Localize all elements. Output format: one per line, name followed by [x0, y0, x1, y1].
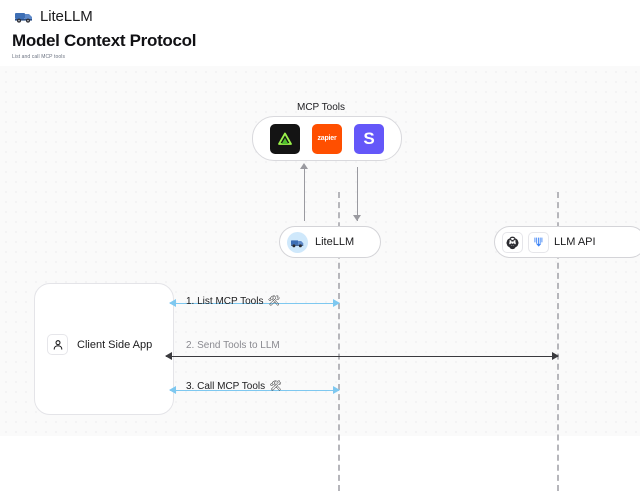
arrowhead-down-icon	[353, 215, 361, 221]
arrow-mcp-tools-to-litellm	[357, 167, 358, 221]
user-person-icon	[47, 334, 68, 355]
lifeline-litellm	[338, 192, 340, 491]
mcp-tools-group[interactable]: zapier S	[252, 116, 402, 161]
flow-label-2-text: 2. Send Tools to LLM	[186, 340, 280, 351]
brand-name: LiteLLM	[40, 7, 93, 25]
node-litellm-label: LiteLLM	[315, 236, 355, 248]
flow-line	[166, 356, 558, 357]
page-title: Model Context Protocol	[12, 31, 197, 50]
node-litellm[interactable]: LiteLLM	[279, 226, 381, 258]
arrowhead-left-icon	[169, 299, 176, 307]
brand: LiteLLM	[14, 7, 93, 25]
arrowhead-right-icon	[552, 352, 559, 360]
openai-logo-icon	[502, 231, 523, 253]
client-side-app-content: Client Side App	[47, 334, 152, 355]
flow-line	[170, 390, 339, 391]
flow-label-1: 1. List MCP Tools 🛠	[186, 296, 280, 307]
page-subtitle: List and call MCP tools	[12, 54, 66, 60]
anthropic-logo-icon	[528, 231, 549, 253]
mcp-diagram-page: LiteLLM Model Context Protocol List and …	[0, 7, 640, 491]
node-llm-api[interactable]: LLM API	[494, 226, 640, 258]
node-client-side-app[interactable]: Client Side App	[34, 283, 174, 415]
linear-triangle-icon[interactable]	[270, 123, 300, 154]
tools-emoji-icon: 🛠	[267, 296, 281, 307]
mcp-tools-label: MCP Tools	[297, 102, 345, 113]
flow-arrow-list-mcp-tools	[169, 297, 340, 311]
flow-arrow-call-mcp-tools	[169, 384, 340, 398]
arrowhead-left-icon	[169, 386, 176, 394]
flow-arrow-send-tools-to-llm	[165, 350, 559, 364]
litellm-truck-icon	[287, 231, 308, 253]
flow-label-3-text: 3. Call MCP Tools	[186, 381, 266, 392]
flow-line	[170, 303, 339, 304]
tools-emoji-icon: 🛠	[269, 381, 282, 392]
lifeline-llm-api	[557, 192, 559, 491]
flow-label-3: 3. Call MCP Tools 🛠	[186, 381, 282, 392]
slack-s-icon[interactable]: S	[354, 123, 384, 154]
flow-label-2: 2. Send Tools to LLM	[186, 340, 280, 351]
arrowhead-left-icon	[165, 352, 172, 360]
zapier-wordmark-icon[interactable]: zapier	[312, 123, 342, 154]
flow-label-1-text: 1. List MCP Tools	[186, 296, 264, 307]
arrowhead-up-icon	[300, 163, 308, 169]
zapier-label: zapier	[317, 135, 337, 142]
node-client-side-app-label: Client Side App	[77, 338, 153, 351]
diagram-canvas: MCP Tools zapier S	[0, 66, 640, 491]
slack-letter: S	[363, 129, 375, 148]
arrowhead-right-icon	[333, 299, 340, 307]
node-llm-api-label: LLM API	[554, 236, 596, 248]
truck-logo-icon	[14, 7, 34, 25]
arrow-litellm-to-mcp-tools	[304, 167, 305, 221]
arrowhead-right-icon	[333, 386, 340, 394]
